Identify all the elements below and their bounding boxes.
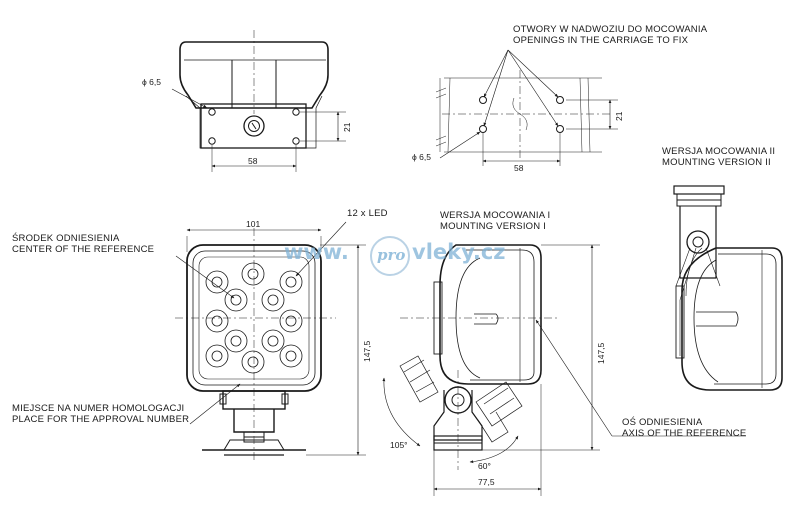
approval-label-pl: MIEJSCE NA NUMER HOMOLOGACJI [12,403,185,414]
dim-147-right: 147,5 [596,342,606,364]
approval-label-en: PLACE FOR THE APPROVAL NUMBER [12,414,190,425]
mount1-label-pl: WERSJA MOCOWANIA I [440,210,551,221]
side-view-mount-2 [673,185,783,391]
dim-77: 77,5 [478,477,495,487]
mount2-label-pl: WERSJA MOCOWANIA II [662,146,776,157]
dim-58-right: 58 [514,163,524,173]
center-label-pl: ŚRODEK ODNIESIENIA [12,233,120,244]
watermark-domain: vleky.cz [412,240,506,264]
dim-58-top: 58 [248,156,258,166]
led-count-label: 12 x LED [347,208,388,219]
dim-hole-top: ϕ 6,5 [142,77,161,87]
center-label-en: CENTER OF THE REFERENCE [12,244,155,255]
dim-21-right: 21 [614,111,624,121]
watermark-www: www. [284,240,349,264]
openings-view [435,49,618,166]
mount2-label-en: MOUNTING VERSION II [662,157,771,168]
watermark-badge: pro [370,236,410,276]
axis-label-en: AXIS OF THE REFERENCE [622,428,747,439]
dim-hole-right: ϕ 6,5 [412,152,431,162]
dim-101: 101 [246,219,261,229]
dim-21-top: 21 [342,122,352,132]
mount1-label-en: MOUNTING VERSION I [440,221,546,232]
dim-147-left: 147,5 [362,340,372,362]
dim-angle-105: 105° [390,440,408,450]
dim-angle-60: 60° [478,461,491,471]
openings-label-pl: OTWORY W NADWOZIU DO MOCOWANIA [513,24,708,35]
top-view [171,30,346,172]
front-view [175,221,366,460]
axis-label-pl: OŚ ODNIESIENIA [622,417,703,428]
watermark-badge-text: pro [377,246,406,264]
side-view-mount-1 [382,244,746,496]
openings-label-en: OPENINGS IN THE CARRIAGE TO FIX [513,35,689,46]
